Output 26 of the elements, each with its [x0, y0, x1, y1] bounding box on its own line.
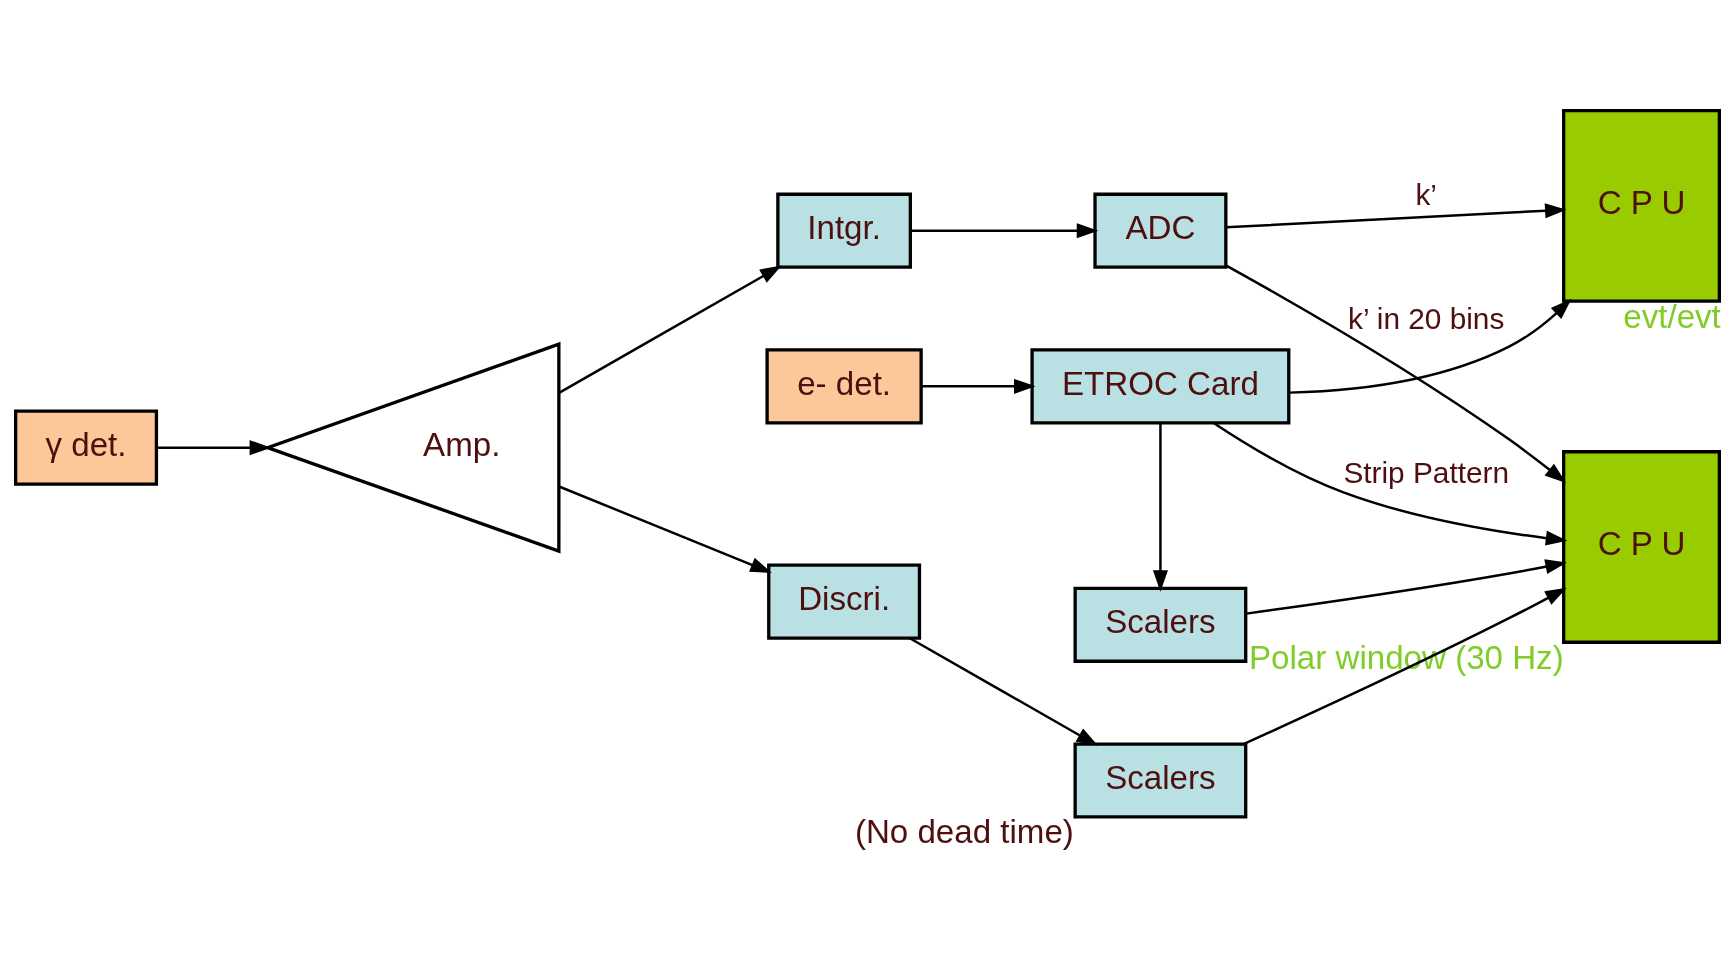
- arrow: [1225, 264, 1567, 484]
- node-box: Scalers: [1073, 586, 1248, 663]
- node-box: C P U: [1562, 450, 1721, 644]
- node-label: (No dead time): [854, 813, 1074, 851]
- node-box: e- det.: [765, 348, 923, 425]
- arrow: [558, 485, 772, 573]
- node-box: Discri.: [767, 563, 922, 640]
- arrow: [909, 637, 1098, 746]
- arrow: [1225, 203, 1567, 229]
- node-box: Scalers: [1073, 742, 1248, 819]
- arrow: [558, 265, 782, 394]
- node-box: γ det.: [14, 409, 159, 486]
- node-box: ADC: [1093, 192, 1228, 269]
- arrow: [1246, 559, 1567, 615]
- edge-label: Strip Pattern: [1343, 456, 1510, 490]
- arrow: [1152, 423, 1168, 592]
- arrow: [910, 223, 1099, 239]
- arrow: [1212, 421, 1568, 546]
- arrow: [1243, 587, 1567, 745]
- edge-label: k’ in 20 bins: [1348, 302, 1505, 336]
- node-box: ETROC Card: [1030, 348, 1291, 425]
- arrow: [1289, 298, 1572, 394]
- arrow: [921, 378, 1036, 394]
- node-box: Intgr.: [776, 192, 912, 269]
- node-box: C P U: [1562, 108, 1721, 303]
- edge-label: k’: [1415, 177, 1437, 211]
